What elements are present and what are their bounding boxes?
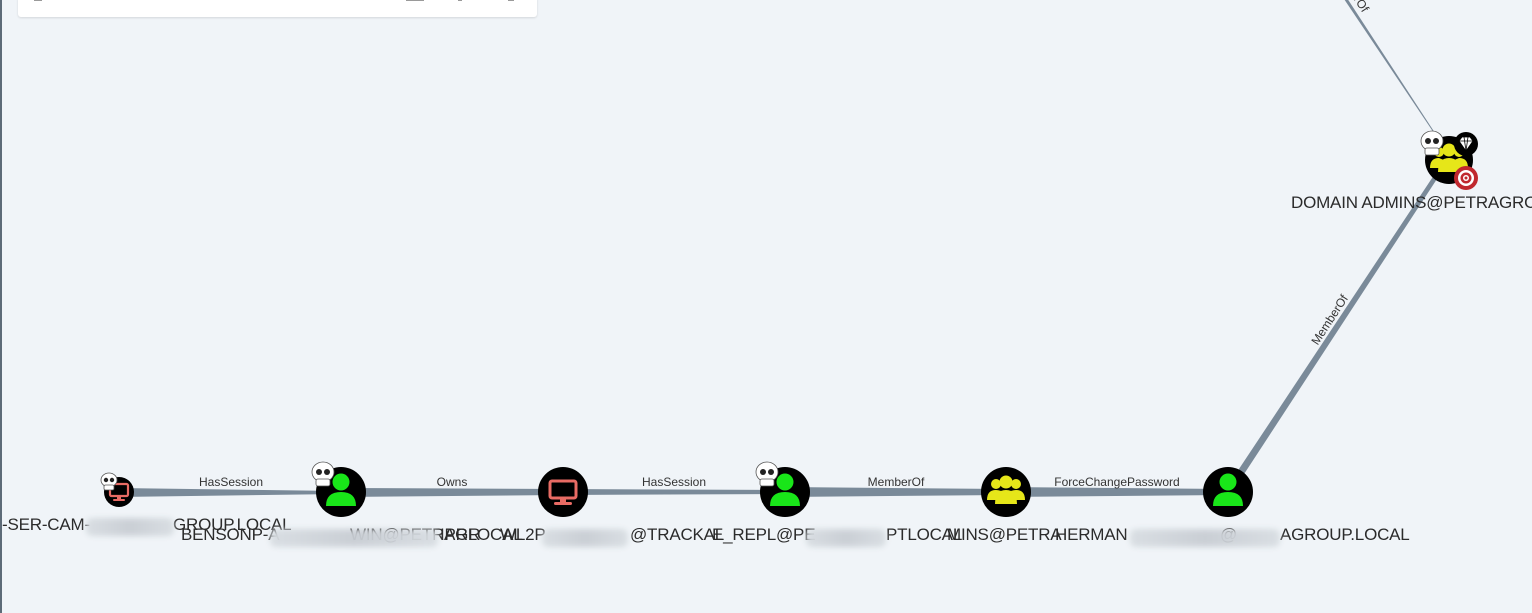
node-computer-1[interactable] <box>100 472 134 507</box>
edge-memberof-3[interactable] <box>1342 0 1450 156</box>
node-label: AGROUP.LOCAL <box>1280 525 1410 544</box>
skull-icon <box>100 472 118 491</box>
redaction <box>1130 529 1280 547</box>
edge-hassession-2[interactable] <box>563 489 785 495</box>
node-label: GROUP.LOCAL <box>173 515 292 534</box>
panel-edge-mark <box>458 0 462 1</box>
edge-memberof-2[interactable] <box>1225 154 1452 494</box>
node-group-1[interactable] <box>981 467 1031 517</box>
redaction <box>542 529 628 547</box>
redaction <box>806 529 886 547</box>
edge-label: Owns <box>437 475 468 489</box>
panel-edge-mark <box>34 0 42 1</box>
node-label: HERMAN <box>1055 525 1128 544</box>
redaction <box>86 518 174 536</box>
panel-edge-mark <box>406 0 424 1</box>
node-user-3[interactable] <box>1203 467 1253 517</box>
user-icon <box>326 473 356 506</box>
node-user-2[interactable] <box>755 461 810 517</box>
edge-owns[interactable] <box>341 488 563 497</box>
node-label: -SER-CAM- <box>2 515 90 534</box>
edge-forcechangepassword[interactable] <box>1006 487 1228 497</box>
computer-icon <box>548 479 578 505</box>
user-icon <box>1213 473 1243 506</box>
target-icon <box>1454 166 1478 190</box>
node-label: PTLOCAL <box>886 525 963 544</box>
node-label: WL2P <box>500 525 546 544</box>
node-label: DOMAIN ADMINS@PETRAGRO <box>1291 193 1532 212</box>
node-domain-admins[interactable] <box>1420 130 1478 190</box>
redaction <box>270 529 438 547</box>
left-panel-border <box>0 0 2 613</box>
search-panel[interactable] <box>18 0 537 17</box>
node-label: E_REPL@PE <box>712 525 816 544</box>
edge-label: HasSession <box>199 475 263 489</box>
gem-icon <box>1454 132 1478 156</box>
edge-hassession-1[interactable] <box>120 488 341 497</box>
node-label: IPRLOCAL <box>440 525 523 544</box>
skull-icon <box>755 461 779 487</box>
node-label: MINS@PETRA <box>947 525 1062 544</box>
user-icon <box>770 473 800 506</box>
edge-label: HasSession <box>642 475 706 489</box>
group-icon <box>987 475 1025 504</box>
edges-layer: HasSession Owns HasSession MemberOf Forc… <box>120 0 1452 497</box>
edge-label: MemberOf <box>868 475 925 489</box>
node-label: @TRACKAL <box>630 525 725 544</box>
skull-icon <box>311 461 335 487</box>
panel-edge-mark <box>508 0 514 1</box>
node-user-1[interactable] <box>311 461 366 517</box>
edge-label: ForceChangePassword <box>1054 475 1179 489</box>
edge-memberof-1[interactable] <box>785 487 1006 497</box>
skull-icon <box>1420 130 1444 156</box>
node-computer-2[interactable] <box>538 467 588 517</box>
node-label: BENSONP-A <box>181 525 280 544</box>
